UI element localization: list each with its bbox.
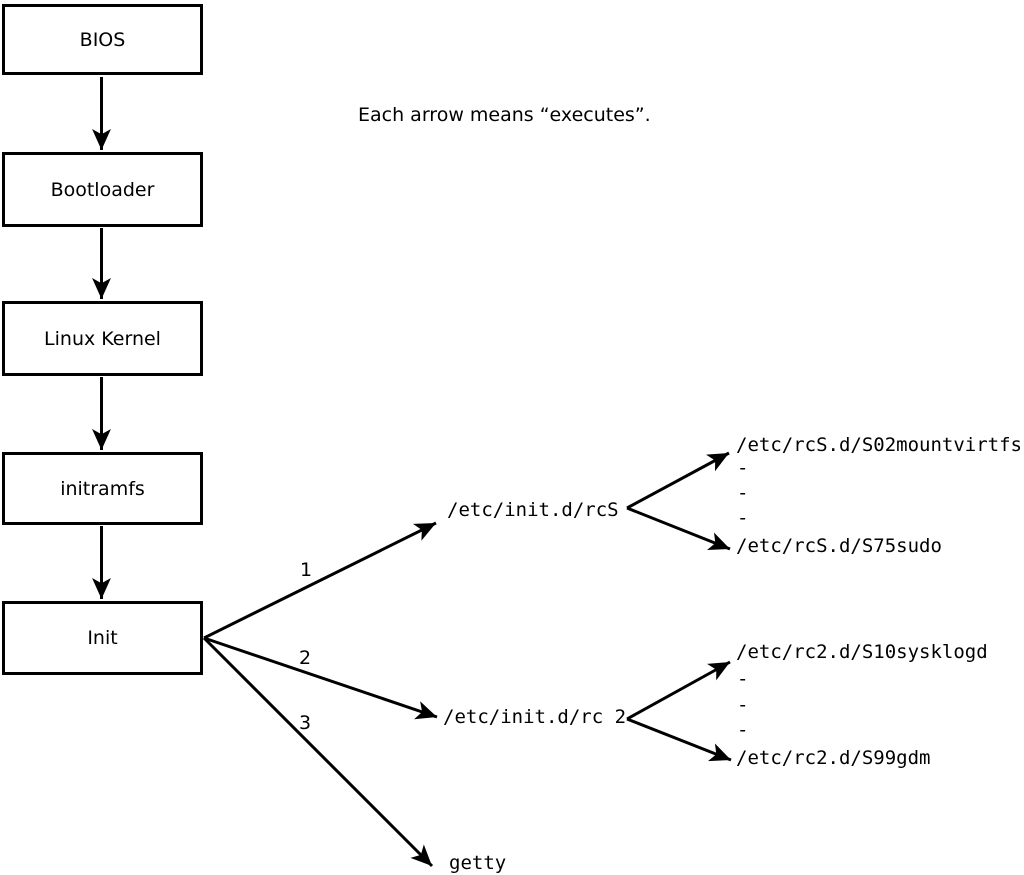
arrow-rcs-to-s02mountvirtfs <box>626 451 730 510</box>
arrow-rcs-to-s75sudo <box>626 506 731 551</box>
edge-label-3: 3 <box>298 712 312 734</box>
flow-box-init: Init <box>2 601 203 675</box>
flow-box-bios: BIOS <box>2 4 203 75</box>
arrow-rc2-to-s99gdm <box>626 717 732 762</box>
arrow-init-to-rc2 <box>203 636 438 720</box>
node-rc2-s99gdm: /etc/rc2.d/S99gdm <box>736 747 931 769</box>
edge-label-2: 2 <box>298 647 312 669</box>
node-getty: getty <box>449 852 507 874</box>
node-rcs-s02mountvirtfs: /etc/rcS.d/S02mountvirtfs <box>736 434 1022 456</box>
node-etc-init-d-rcs: /etc/init.d/rcS <box>447 499 619 521</box>
node-rcs-s75sudo: /etc/rcS.d/S75sudo <box>736 535 942 557</box>
arrow-init-to-rcs <box>203 521 437 640</box>
arrow-init-to-getty <box>202 636 434 868</box>
arrow-rc2-to-s10sysklogd <box>626 660 731 721</box>
flow-box-linux-kernel: Linux Kernel <box>2 301 203 376</box>
diagram-caption: Each arrow means “executes”. <box>358 104 651 126</box>
rcs-ellipsis-dash-2: - <box>737 482 749 504</box>
flow-box-bootloader: Bootloader <box>2 152 203 227</box>
edge-label-1: 1 <box>299 559 313 581</box>
rc2-ellipsis-dash-1: - <box>737 668 749 690</box>
rcs-ellipsis-dash-1: - <box>737 457 749 479</box>
node-rc2-s10sysklogd: /etc/rc2.d/S10sysklogd <box>736 641 988 663</box>
rc2-ellipsis-dash-3: - <box>737 719 749 741</box>
node-etc-init-d-rc2: /etc/init.d/rc 2 <box>443 706 627 728</box>
flow-box-initramfs: initramfs <box>2 452 203 525</box>
rc2-ellipsis-dash-2: - <box>737 694 749 716</box>
rcs-ellipsis-dash-3: - <box>737 507 749 529</box>
